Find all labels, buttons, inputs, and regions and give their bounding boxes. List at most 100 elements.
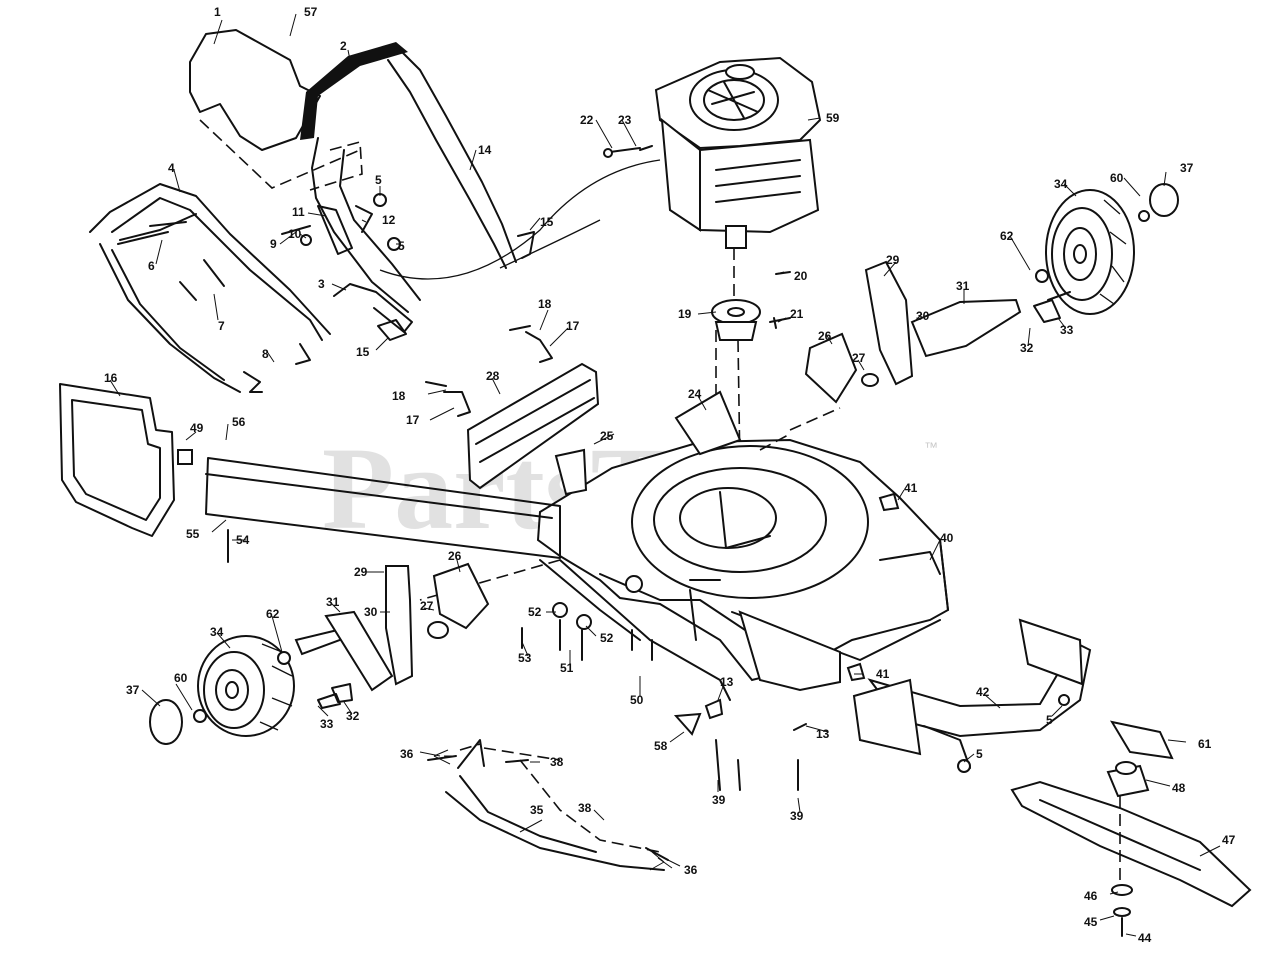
callout-54: 54 [236,533,250,547]
callout-17: 17 [406,413,420,427]
callout-1: 1 [214,5,221,19]
callout-30: 30 [364,605,378,619]
callout-33: 33 [320,717,334,731]
callout-12: 12 [382,213,396,227]
callout-9: 9 [270,237,277,251]
callout-17: 17 [566,319,580,333]
callout-16: 16 [104,371,118,385]
callout-26: 26 [818,329,832,343]
callout-62: 62 [1000,229,1014,243]
callout-27: 27 [852,351,866,365]
handle-upper [300,42,517,313]
callout-39: 39 [712,793,726,807]
callout-31: 31 [326,595,340,609]
callout-41: 41 [904,481,918,495]
callout-36: 36 [684,863,698,877]
callout-41: 41 [876,667,890,681]
callout-31: 31 [956,279,970,293]
handle-bolts [117,193,535,393]
callout-32: 32 [1020,341,1034,355]
callout-39: 39 [790,809,804,823]
callout-50: 50 [630,693,644,707]
callout-20: 20 [794,269,808,283]
callout-59: 59 [826,111,840,125]
engine-59 [654,56,822,249]
deck-skirt [419,559,731,701]
callout-57: 57 [304,5,318,19]
callout-4: 4 [168,161,175,175]
callout-46: 46 [1084,889,1098,903]
callout-35: 35 [530,803,544,817]
callout-32: 32 [346,709,360,723]
height-adjuster-right [804,260,1022,404]
callout-56: 56 [232,415,246,429]
callout-22: 22 [580,113,594,127]
callout-34: 34 [210,625,224,639]
callout-19: 19 [678,307,692,321]
watermark-trademark: ™ [924,439,938,455]
callout-labels: 1 57 2 14 4 5 11 12 9 10 5 6 15 3 7 15 8… [104,5,1236,945]
handle-lower [89,183,331,393]
callout-5: 5 [976,747,983,761]
callout-33: 33 [1060,323,1074,337]
callout-48: 48 [1172,781,1186,795]
callout-55: 55 [186,527,200,541]
blade-adapter-48 [1106,720,1174,798]
callout-49: 49 [190,421,204,435]
callout-23: 23 [618,113,632,127]
callout-53: 53 [518,651,532,665]
callout-40: 40 [940,531,954,545]
callout-13: 13 [816,727,830,741]
baffle-28 [425,325,600,490]
callout-5: 5 [375,173,382,187]
leader-lines [109,13,1221,937]
engine-bolts [603,145,653,158]
callout-44: 44 [1138,931,1152,945]
callout-26: 26 [448,549,462,563]
mower-deck-40 [536,390,950,692]
callout-28: 28 [486,369,500,383]
callout-3: 3 [318,277,325,291]
callout-24: 24 [688,387,702,401]
callout-11: 11 [292,205,305,219]
callout-37: 37 [1180,161,1194,175]
callout-47: 47 [1222,833,1236,847]
callout-5: 5 [1046,713,1053,727]
callout-36: 36 [400,747,414,761]
rear-axle-rod [205,457,561,563]
callout-52: 52 [600,631,614,645]
callout-34: 34 [1054,177,1068,191]
callout-38: 38 [550,755,564,769]
callout-29: 29 [886,253,900,267]
callout-51: 51 [560,661,574,675]
right-adjuster-line [759,407,841,451]
callout-52: 52 [528,605,542,619]
callout-8: 8 [262,347,269,361]
callout-29: 29 [354,565,368,579]
callout-58: 58 [654,739,668,753]
callout-13: 13 [720,675,734,689]
callout-37: 37 [126,683,140,697]
callout-2: 2 [340,39,347,53]
callout-61: 61 [1198,737,1212,751]
callout-7: 7 [218,319,225,333]
wheel-left-34 [149,626,359,745]
callout-5: 5 [398,239,405,253]
deck-bolts-lower [673,492,900,791]
rear-deflector [59,383,193,537]
callout-62: 62 [266,607,280,621]
callout-21: 21 [790,307,804,321]
front-skirt-42 [852,618,1092,773]
callout-10: 10 [288,227,302,241]
grass-catcher-cover [189,29,361,189]
mulch-plate-35 [427,739,669,871]
height-adjuster-left [324,562,490,703]
callout-18: 18 [392,389,406,403]
callout-18: 18 [538,297,552,311]
callout-27: 27 [420,599,434,613]
callout-60: 60 [1110,171,1124,185]
callout-25: 25 [600,429,614,443]
blade-adapter-19 [711,271,791,341]
callout-30: 30 [916,309,930,323]
callout-15: 15 [540,215,554,229]
